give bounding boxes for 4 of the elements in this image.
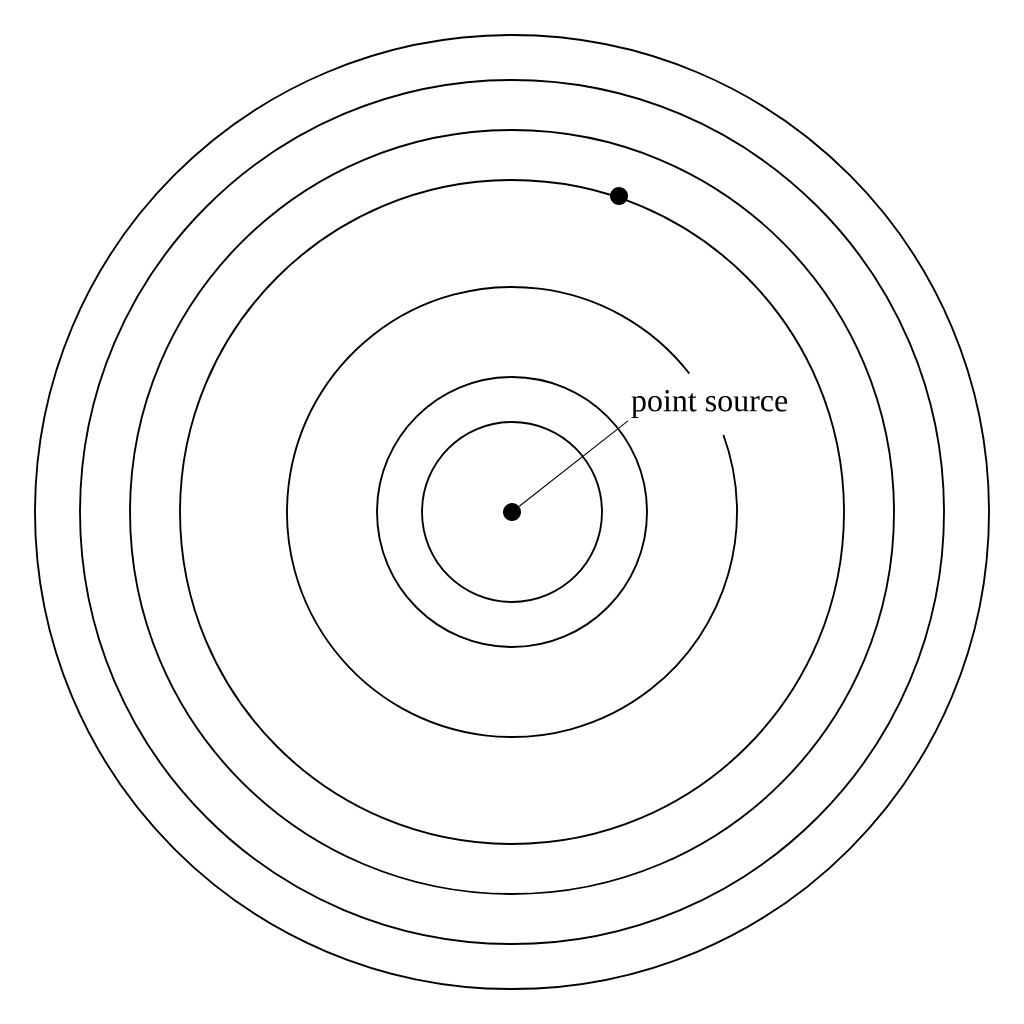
point-on-wavefront: [610, 187, 628, 205]
label: point source: [631, 390, 788, 418]
leader-line: [518, 420, 629, 507]
source-dot: [503, 503, 521, 521]
